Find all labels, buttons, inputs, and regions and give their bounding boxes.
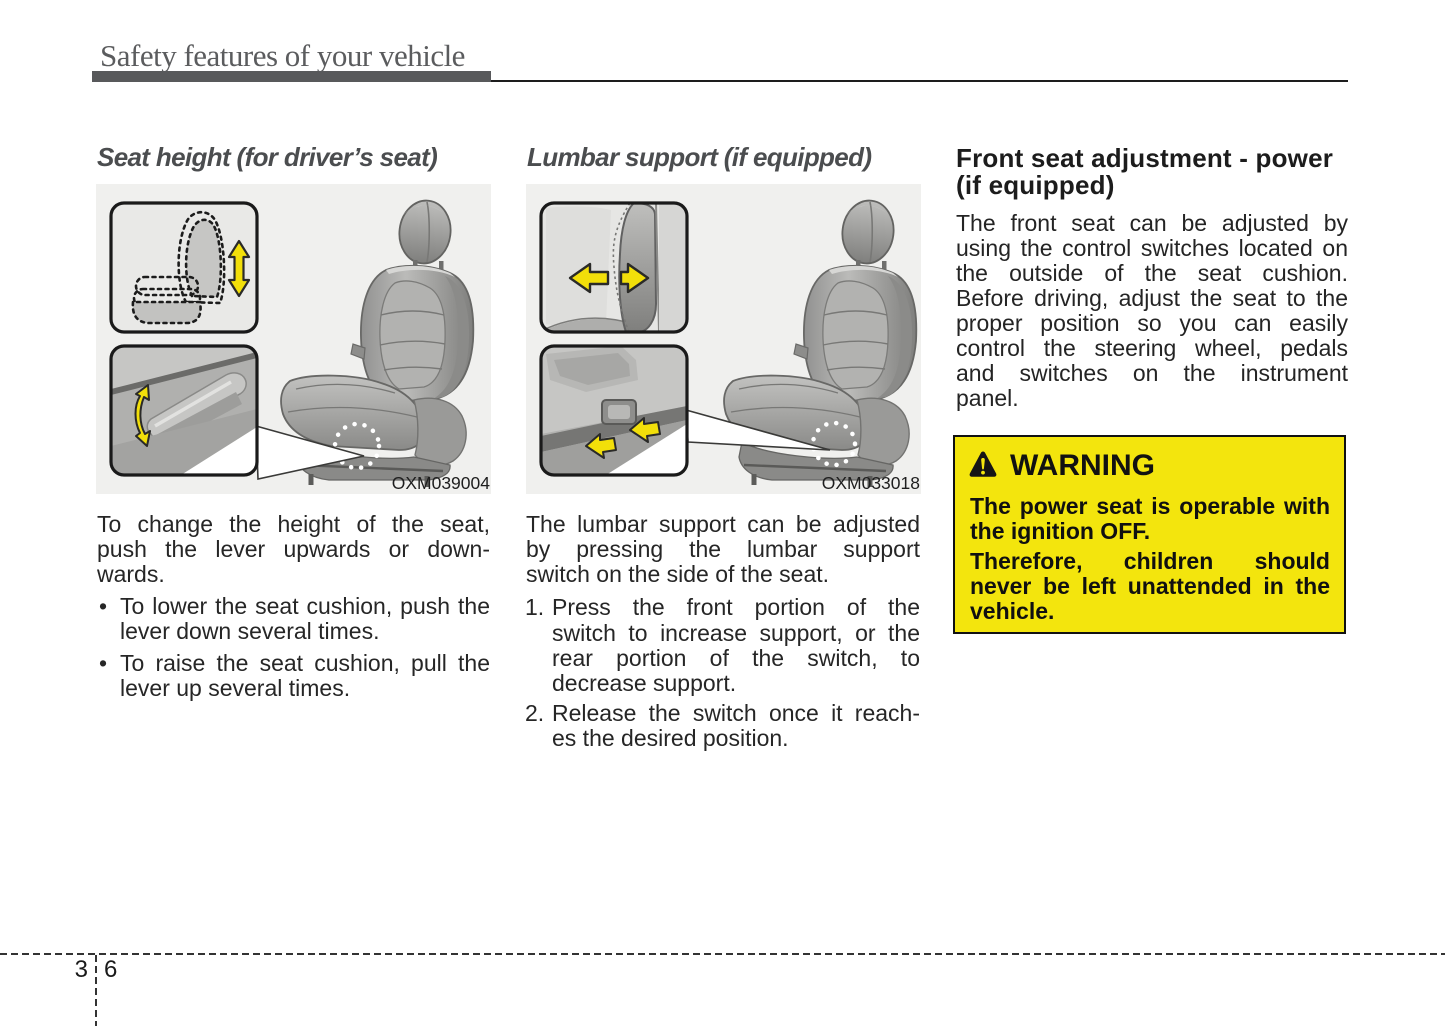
svg-text:OXM033018: OXM033018 [822,473,920,493]
svg-text:OXM039004: OXM039004 [392,473,491,493]
